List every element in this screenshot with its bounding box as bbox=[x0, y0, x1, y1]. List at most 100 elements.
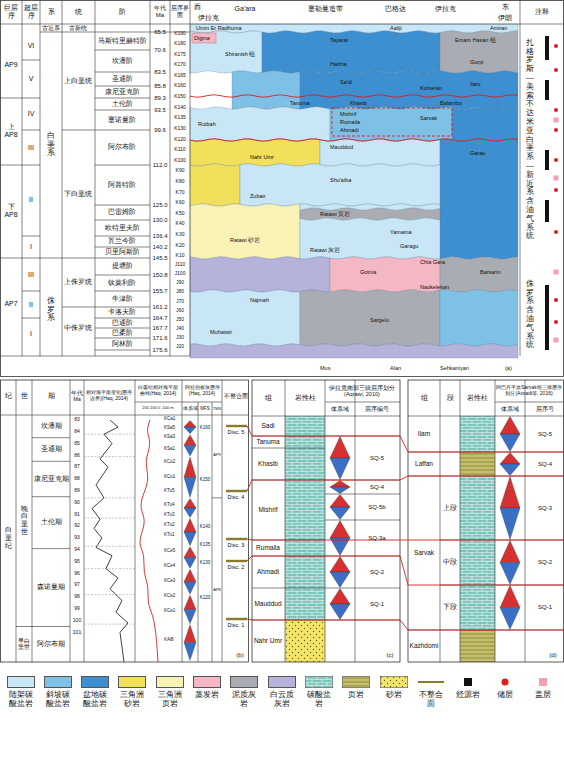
highstand-tract bbox=[500, 586, 520, 608]
sequence-boundary-dash bbox=[84, 568, 135, 569]
grid-line bbox=[182, 380, 183, 662]
age-value-text: 87 bbox=[71, 464, 84, 470]
legend-swatch bbox=[230, 676, 258, 688]
age-value-text: 99.6 bbox=[150, 127, 170, 134]
highstand-tract bbox=[184, 547, 196, 558]
sequence-boundary-text: K140 bbox=[171, 105, 190, 111]
age-value: 83.5 bbox=[150, 69, 170, 76]
system-name-text: 白垩系 bbox=[47, 132, 55, 158]
grid-line bbox=[32, 437, 70, 438]
formation-name: Sarvak bbox=[420, 115, 437, 121]
age-value-text: 167.7 bbox=[150, 325, 170, 332]
column-header: 伊拉克 bbox=[425, 5, 465, 13]
facies-area bbox=[330, 107, 452, 141]
column-header: 注释 bbox=[522, 8, 562, 16]
sequence-boundary-text: K180 bbox=[171, 41, 190, 47]
lithology-column bbox=[460, 452, 495, 476]
sequence-boundary: K20 bbox=[171, 243, 190, 249]
stage-name-text: 塞诺曼阶 bbox=[95, 116, 149, 124]
column-header: 系 bbox=[41, 8, 61, 16]
grid-line bbox=[95, 98, 150, 99]
formation-name-text: Ahmadi bbox=[340, 127, 359, 133]
sequence-boundary: J40 bbox=[171, 326, 190, 332]
stage-name-text: 巴柔阶 bbox=[95, 329, 149, 337]
formation-name: Ilam bbox=[470, 81, 480, 87]
age-value-text: 140.2 bbox=[150, 244, 170, 251]
age-value: 84 bbox=[71, 429, 84, 435]
legend-shape bbox=[502, 679, 509, 686]
seal-square bbox=[554, 176, 559, 181]
formation-name: Mus bbox=[320, 365, 330, 371]
grid-line bbox=[22, 258, 40, 259]
grid-line bbox=[190, 1, 191, 357]
grid-line bbox=[22, 98, 40, 99]
age-value: 65.5 bbox=[150, 29, 170, 36]
lithology-column bbox=[285, 480, 325, 540]
sequence-boundary-text: K110 bbox=[171, 147, 190, 153]
lithology-column bbox=[460, 476, 495, 630]
grid-line bbox=[95, 291, 150, 292]
sequence-number-text: SQ-3 bbox=[528, 505, 562, 512]
formation-name: Digma bbox=[194, 35, 210, 41]
grid-line bbox=[95, 130, 150, 131]
column-header-text: 年代 Ma bbox=[71, 390, 84, 403]
source-rock-bar bbox=[545, 36, 549, 60]
formation-cell-text: Kazhdomi bbox=[409, 642, 440, 649]
supersequence: VI bbox=[23, 42, 39, 50]
sequence-boundary-text: K90 bbox=[171, 168, 190, 174]
age-value: 87 bbox=[71, 464, 84, 470]
legend-item: 斜坡碳酸盐岩 bbox=[39, 676, 76, 708]
grid-line bbox=[16, 626, 32, 627]
age-value: 91 bbox=[71, 512, 84, 518]
formation-name-text: Alan bbox=[390, 365, 401, 371]
mfs-code-text: K130 bbox=[199, 560, 212, 565]
legend-swatch bbox=[193, 676, 221, 688]
sequence-code-text: KTu2 bbox=[164, 522, 175, 527]
supersequence-text: I bbox=[23, 243, 39, 251]
supersequence-text: III bbox=[23, 271, 39, 279]
column-header: 期 bbox=[33, 392, 69, 400]
unconformity-name: Disc. 4 bbox=[223, 494, 249, 500]
age-value-text: 99 bbox=[71, 606, 84, 612]
supersequence: II bbox=[23, 196, 39, 204]
megasequence: AP7 bbox=[1, 300, 21, 308]
legend-symbol bbox=[305, 676, 333, 688]
formation-name-text: Emam Hasan 组 bbox=[455, 37, 496, 43]
sequence-code: KCa1 bbox=[164, 416, 175, 421]
grid-line bbox=[40, 32, 190, 33]
mfs-code-text: K160 bbox=[199, 425, 212, 430]
panel-letter-text: (d) bbox=[547, 652, 559, 659]
grid-line bbox=[495, 402, 564, 403]
grid-line bbox=[170, 1, 171, 357]
age-value: 112.0 bbox=[150, 162, 170, 169]
age-value-text: 92 bbox=[71, 523, 84, 529]
formation-name: (a) bbox=[505, 365, 512, 371]
legend-text: 盖层 bbox=[531, 691, 555, 700]
grid-line bbox=[22, 318, 40, 319]
sequence-boundary-text: K50 bbox=[171, 211, 190, 217]
column-header-text: Ga'ara bbox=[225, 5, 265, 13]
period-name: 圣通期 bbox=[33, 445, 69, 453]
series-name-text: 古新统 bbox=[63, 25, 94, 32]
reservoir-dot bbox=[554, 108, 558, 112]
column-header: 伊朗 bbox=[495, 14, 515, 21]
grid-line bbox=[1, 415, 249, 416]
facies-area bbox=[240, 164, 440, 206]
sequence-boundary-text: J40 bbox=[171, 326, 190, 332]
period-name-text: 森诺曼期 bbox=[33, 583, 69, 591]
stage-name: 瓦兰今阶 bbox=[95, 237, 149, 245]
sequence-boundary: K30 bbox=[171, 232, 190, 238]
correlation-lines bbox=[190, 95, 564, 630]
lithology-column bbox=[285, 448, 325, 480]
age-value-text: 145.5 bbox=[150, 255, 170, 262]
unconformity-name: Disc. 2 bbox=[223, 564, 249, 570]
age-value: 89.3 bbox=[150, 95, 170, 102]
formation-name-text: Ilam bbox=[470, 81, 480, 87]
sequence-code-text: KTu5 bbox=[164, 488, 175, 493]
transgressive-tract bbox=[184, 609, 196, 623]
lithology-column bbox=[285, 416, 325, 436]
reservoir-dot bbox=[554, 230, 558, 234]
system-name: 白垩系 bbox=[47, 132, 55, 158]
sequence-code-text: KSa5 bbox=[164, 425, 175, 430]
supersequence: III bbox=[23, 271, 39, 279]
